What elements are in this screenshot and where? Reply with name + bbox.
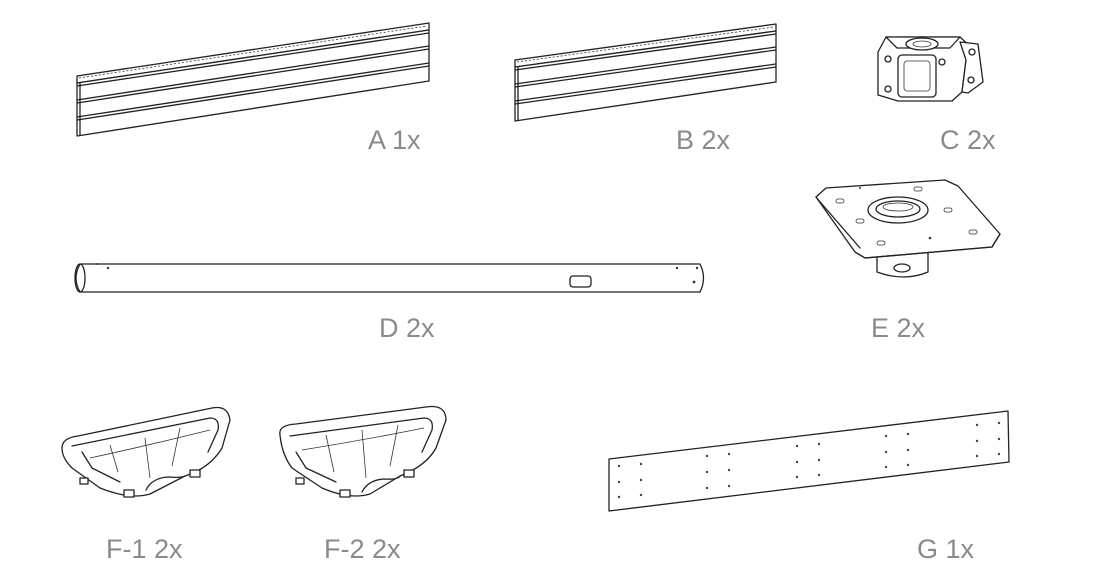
part-f2-cover-icon [279,405,447,498]
part-f1-label: F-1 2x [106,534,183,564]
part-f2-label: F-2 2x [324,534,401,564]
part-f1-cover-icon [61,406,231,498]
part-d-label: D 2x [379,313,435,343]
part-d-tube-icon [74,263,705,293]
part-c-bracket-icon [877,36,984,102]
part-g-label: G 1x [917,534,975,564]
part-b-rail-icon [514,23,777,122]
part-g-template-icon [608,410,1010,512]
part-b-label: B 2x [676,125,731,155]
part-e-label: E 2x [871,313,926,343]
part-a-label: A 1x [368,125,421,155]
part-e-plate-icon [815,179,1001,278]
part-c-label: C 2x [940,125,996,155]
part-a-rail-icon [76,22,430,137]
